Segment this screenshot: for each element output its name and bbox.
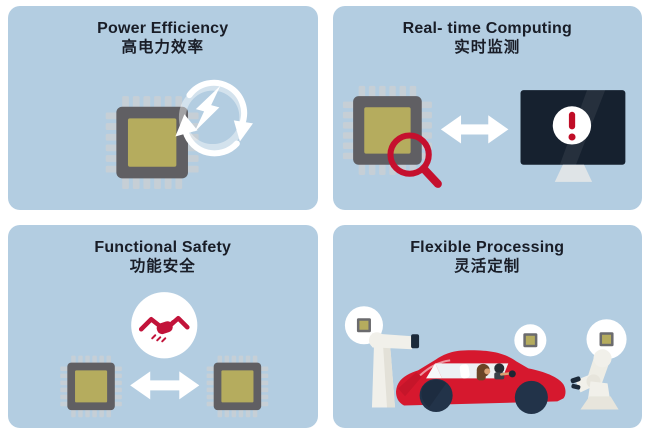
flexible-processing-illustration: [344, 305, 627, 414]
chip-badge: [585, 318, 627, 359]
handshake-icon: [138, 315, 190, 342]
panel-flexible-processing: Flexible Processing 灵活定制: [332, 224, 642, 428]
magnifying-glass-icon: [386, 132, 442, 188]
chip-mini-icon: [522, 332, 537, 347]
gripper: [410, 333, 419, 348]
monitor-alert-icon: [520, 90, 625, 182]
rear-wheel: [514, 380, 548, 414]
seat-headrest: [459, 363, 470, 378]
passenger: [476, 363, 490, 380]
microcontroller-chip-icon: [342, 85, 432, 175]
microcontroller-chip-icon: [60, 355, 122, 417]
double-headed-arrow-icon: [440, 115, 508, 144]
lightning-bolt-icon: [194, 85, 221, 132]
chip-mini-icon: [599, 331, 614, 346]
windshield: [425, 362, 442, 378]
robot-arm-right-icon: [570, 348, 619, 409]
real-time-computing-illustration: [342, 85, 625, 188]
red-car-icon: [395, 349, 566, 414]
microcontroller-chip-icon: [206, 355, 269, 417]
power-efficiency-illustration: [105, 79, 253, 189]
steering-wheel: [508, 369, 516, 377]
exclamation-mark-icon: [568, 111, 575, 130]
functional-safety-illustration: [60, 291, 269, 417]
chip-badge: [513, 323, 546, 356]
chip-mini-icon: [356, 317, 371, 332]
monitor-stand: [554, 164, 592, 182]
panel-power-efficiency: Power Efficiency 高电力效率: [8, 6, 318, 210]
driver: [493, 362, 516, 379]
robot-arm-left-icon: [368, 331, 419, 407]
panel-functional-safety: Functional Safety 功能安全: [8, 224, 318, 428]
double-headed-arrow-icon: [130, 370, 200, 399]
panel-real-time-computing: Real- time Computing 实时监测: [332, 6, 642, 210]
circular-refresh-arrows-icon: [175, 79, 253, 157]
gripper: [570, 375, 581, 390]
car-window: [434, 362, 508, 378]
handshake-badge: [131, 291, 198, 358]
